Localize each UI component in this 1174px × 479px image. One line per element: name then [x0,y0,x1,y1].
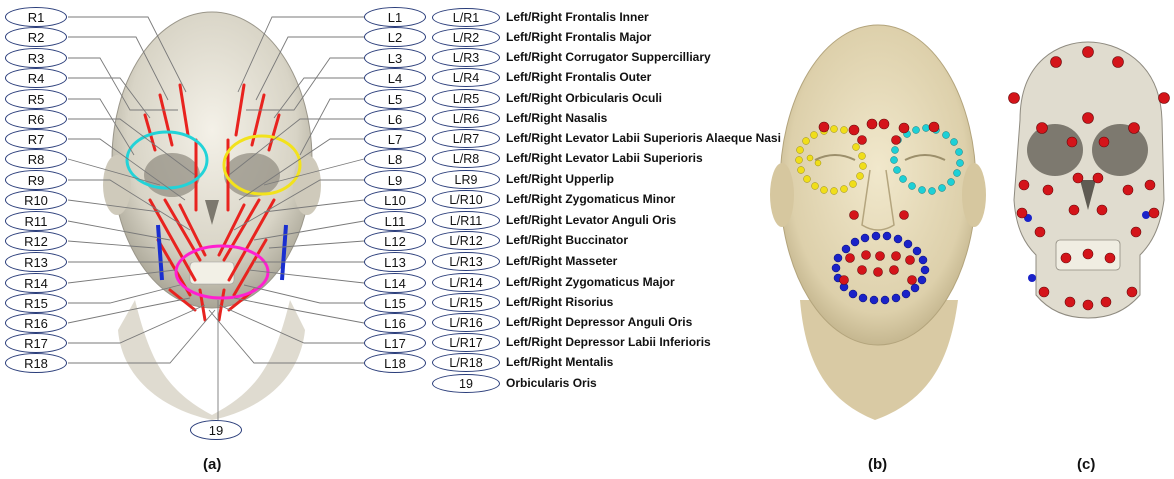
legend-code: L/R14 [432,273,500,292]
label-r16: R16 [5,313,67,333]
legend-code: L/R2 [432,28,500,47]
label-r4: R4 [5,68,67,88]
label-l3: L3 [364,48,426,68]
label-l15: L15 [364,293,426,313]
label-r18: R18 [5,353,67,373]
legend-name: Left/Right Orbicularis Oculi [506,91,662,105]
label-r6: R6 [5,109,67,129]
label-r1: R1 [5,7,67,27]
legend-name: Left/Right Masseter [506,254,617,268]
legend-name: Left/Right Frontalis Inner [506,10,649,24]
label-r12: R12 [5,231,67,251]
legend-code: L/R18 [432,353,500,372]
label-l5: L5 [364,89,426,109]
label-r10: R10 [5,190,67,210]
caption-a: (a) [203,456,221,473]
legend-code: L/R8 [432,149,500,168]
legend-name: Left/Right Frontalis Outer [506,70,651,84]
legend-name: Left/Right Levator Labii Superioris Alae… [506,131,781,145]
label-r11: R11 [5,211,67,231]
label-l16: L16 [364,313,426,333]
label-r2: R2 [5,27,67,47]
legend-code: L/R12 [432,231,500,250]
label-r15: R15 [5,293,67,313]
label-l1: L1 [364,7,426,27]
legend-code: L/R16 [432,313,500,332]
skull-right-orbit [1027,124,1083,176]
legend-code: L/R7 [432,129,500,148]
legend-code: 19 [432,374,500,393]
label-l7: L7 [364,129,426,149]
label-r5: R5 [5,89,67,109]
legend-name: Orbicularis Oris [506,376,597,390]
label-l9: L9 [364,170,426,190]
legend-code: L/R5 [432,89,500,108]
legend-code: L/R15 [432,293,500,312]
legend-name: Left/Right Nasalis [506,111,607,125]
label-l14: L14 [364,273,426,293]
label-l8: L8 [364,149,426,169]
legend-code: L/R4 [432,68,500,87]
label-l11: L11 [364,211,426,231]
legend-code: LR9 [432,170,500,189]
label-19: 19 [190,420,242,440]
ear-b-right [770,163,794,227]
teeth [190,262,234,284]
left-eye-socket [224,153,280,197]
legend-name: Left/Right Levator Anguli Oris [506,213,676,227]
label-r3: R3 [5,48,67,68]
label-r9: R9 [5,170,67,190]
legend-name: Left/Right Frontalis Major [506,30,651,44]
legend-name: Left/Right Mentalis [506,355,613,369]
label-l6: L6 [364,109,426,129]
label-r14: R14 [5,273,67,293]
legend-name: Left/Right Zygomaticus Minor [506,192,675,206]
legend-code: L/R10 [432,190,500,209]
legend-name: Left/Right Levator Labii Superioris [506,151,703,165]
panel-c-skull [1000,40,1174,330]
legend-code: L/R6 [432,109,500,128]
label-l12: L12 [364,231,426,251]
neck-shape [118,300,305,420]
ear-b-left [962,163,986,227]
legend-code: L/R17 [432,333,500,352]
label-l18: L18 [364,353,426,373]
legend-name: Left/Right Upperlip [506,172,614,186]
label-r8: R8 [5,149,67,169]
legend-name: Left/Right Risorius [506,295,613,309]
caption-c: (c) [1077,456,1095,473]
caption-b: (b) [868,456,887,473]
legend-name: Left/Right Depressor Labii Inferioris [506,335,711,349]
head-b [780,25,976,345]
label-l2: L2 [364,27,426,47]
panel-b-head [770,0,990,420]
legend-code: L/R3 [432,48,500,67]
legend-code: L/R1 [432,8,500,27]
legend-name: Left/Right Corrugator Suppercilliary [506,50,711,64]
legend-code: L/R11 [432,211,500,230]
label-r17: R17 [5,333,67,353]
label-l4: L4 [364,68,426,88]
legend-name: Left/Right Buccinator [506,233,628,247]
label-l17: L17 [364,333,426,353]
label-l10: L10 [364,190,426,210]
legend-name: Left/Right Zygomaticus Major [506,275,675,289]
legend-code: L/R13 [432,252,500,271]
legend-name: Left/Right Depressor Anguli Oris [506,315,692,329]
label-r13: R13 [5,252,67,272]
skull-left-orbit [1092,124,1148,176]
label-l13: L13 [364,252,426,272]
label-r7: R7 [5,129,67,149]
